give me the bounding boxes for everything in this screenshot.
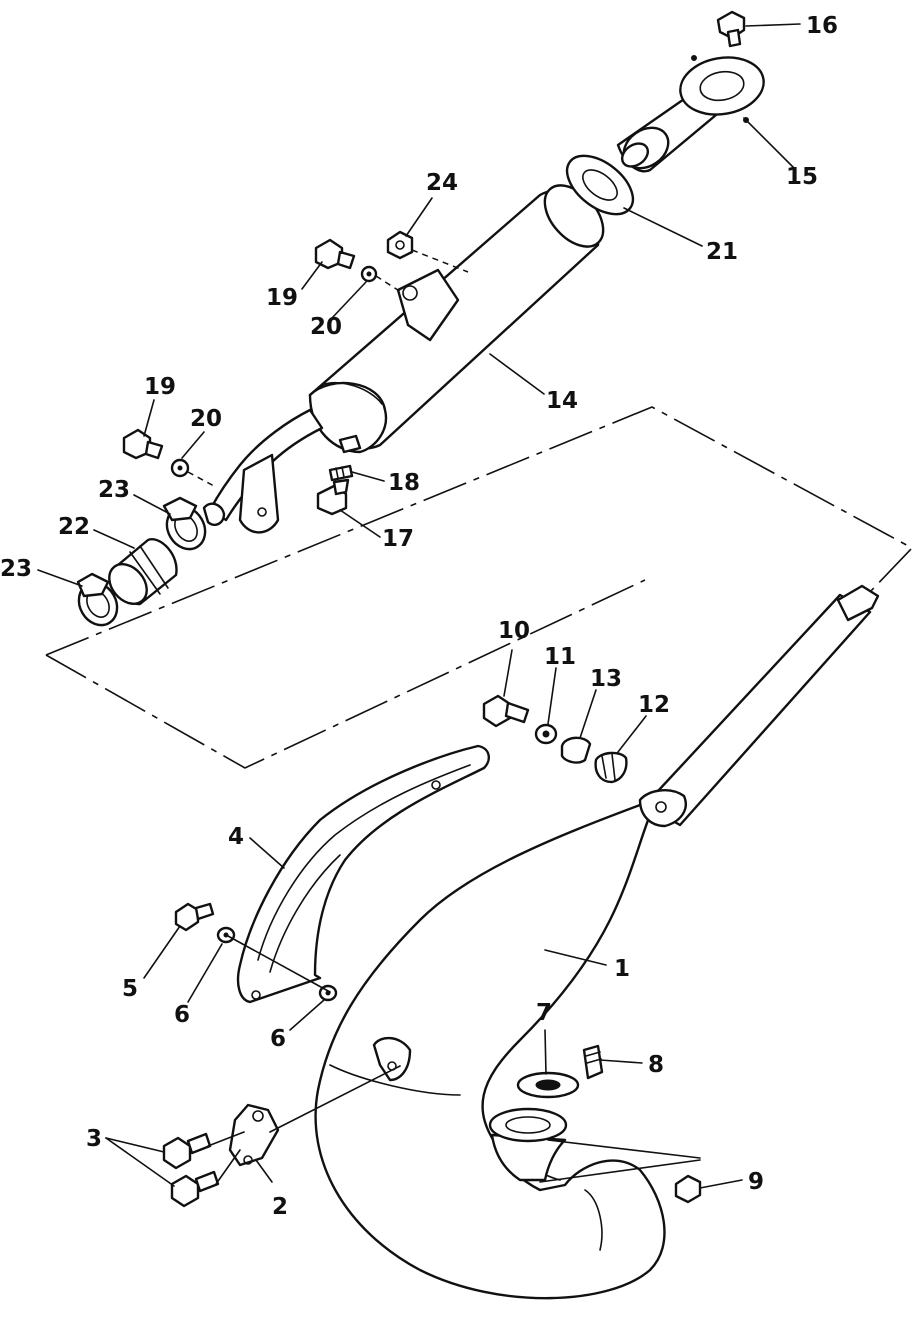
heat-protector (236, 744, 490, 1004)
callout-15: 15 (786, 164, 818, 190)
callout-1: 1 (614, 956, 630, 982)
washer-6a (216, 926, 236, 944)
callout-19a: 19 (266, 285, 298, 311)
callout-5: 5 (122, 976, 138, 1002)
bolt-3b (170, 1170, 220, 1208)
callout-8: 8 (648, 1052, 664, 1078)
callout-2: 2 (272, 1194, 288, 1220)
nut-24 (386, 230, 414, 260)
callout-14: 14 (546, 388, 578, 414)
clamp-23b (76, 572, 119, 627)
bolt-17 (316, 478, 350, 516)
silencer (202, 184, 605, 534)
gasket-21 (565, 154, 635, 216)
callout-12: 12 (638, 692, 670, 718)
mounting-bracket (228, 1103, 280, 1167)
bolt-3a (162, 1132, 212, 1170)
callout-7: 7 (536, 1000, 552, 1026)
bolt-5 (174, 902, 215, 932)
bolt-19a (314, 238, 356, 270)
bolt-19b (122, 428, 164, 460)
assembly-lines (187, 249, 701, 1185)
exhaust-pipe (314, 584, 880, 1300)
callout-16: 16 (806, 13, 838, 39)
stud-8 (582, 1044, 604, 1080)
clamp-23a (162, 496, 207, 551)
callout-19b: 19 (144, 374, 176, 400)
callout-23b: 23 (0, 556, 32, 582)
callout-24: 24 (426, 170, 458, 196)
callout-20a: 20 (310, 314, 342, 340)
collar-13 (560, 736, 592, 764)
callout-3: 3 (86, 1126, 102, 1152)
callout-10: 10 (498, 618, 530, 644)
callout-23a: 23 (98, 477, 130, 503)
bolt-10 (482, 694, 530, 728)
nut-9 (674, 1174, 702, 1204)
callout-17: 17 (382, 526, 414, 552)
subassembly-boundary (45, 406, 914, 769)
callout-13: 13 (590, 666, 622, 692)
callout-4: 4 (228, 824, 244, 850)
callout-22: 22 (58, 514, 90, 540)
bolt-18 (328, 464, 354, 482)
leader-lines (37, 23, 801, 1189)
callout-9: 9 (748, 1169, 764, 1195)
callout-18: 18 (388, 470, 420, 496)
callout-labels: 1 2 3 4 5 6 6 7 8 9 10 11 12 13 14 15 16… (0, 13, 838, 1220)
callout-20b: 20 (190, 406, 222, 432)
callout-6b: 6 (270, 1026, 286, 1052)
callout-6a: 6 (174, 1002, 190, 1028)
joint-22 (108, 538, 178, 606)
callout-11: 11 (544, 644, 576, 670)
washer-20a (360, 265, 378, 283)
bolt-16 (716, 10, 746, 48)
washer-11 (534, 723, 558, 745)
tail-cap (616, 55, 765, 173)
gasket-7 (516, 1071, 580, 1099)
washer-20b (170, 458, 190, 478)
grommet-12 (594, 751, 628, 784)
callout-21: 21 (706, 239, 738, 265)
